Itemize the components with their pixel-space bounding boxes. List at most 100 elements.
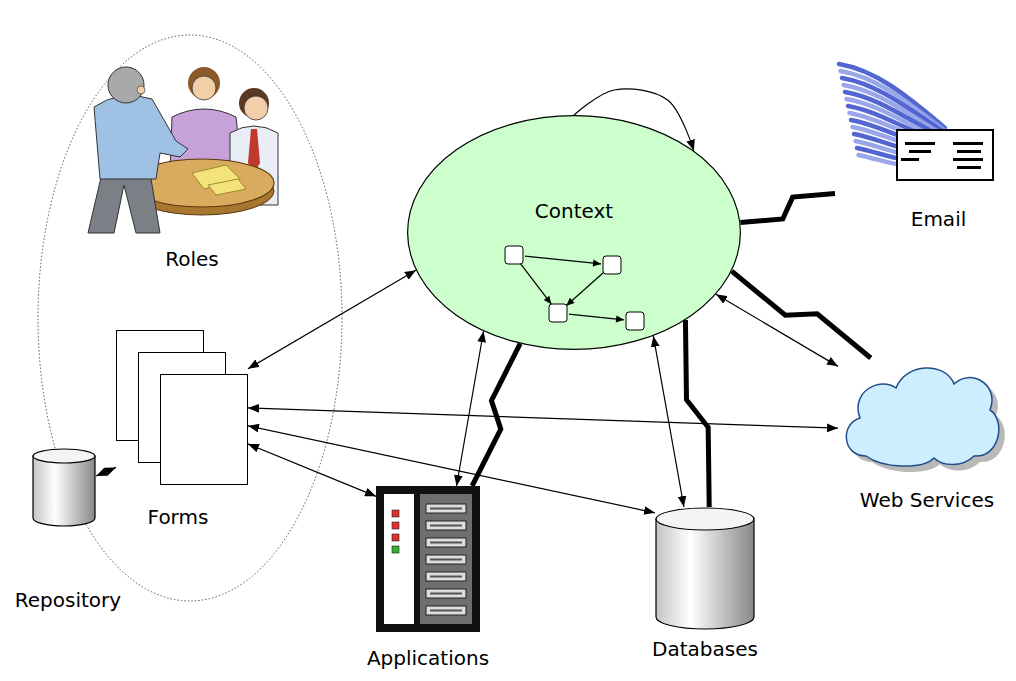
context-ellipse: Context bbox=[407, 115, 741, 350]
node-shape bbox=[32, 448, 96, 526]
cylinder-top bbox=[33, 449, 95, 463]
label-holder: Repository bbox=[0, 588, 368, 612]
node-caption: Web Services bbox=[860, 488, 994, 512]
server-drive-slot bbox=[426, 589, 466, 598]
forms-stack: Forms bbox=[116, 330, 248, 485]
node-shape bbox=[80, 45, 280, 235]
node-shape bbox=[835, 62, 1000, 197]
email-icon: Email bbox=[835, 62, 1000, 197]
label-holder: Web Services bbox=[627, 488, 1016, 512]
connector-arrow bbox=[653, 336, 684, 507]
envelope-line bbox=[957, 166, 981, 169]
label-holder: Applications bbox=[128, 646, 728, 670]
graph-node-square bbox=[603, 256, 621, 274]
server-led bbox=[392, 522, 399, 529]
envelope-line bbox=[953, 158, 983, 161]
server-drive-line bbox=[430, 508, 462, 510]
repository-cylinder: Repository bbox=[32, 448, 96, 526]
graph-node-square bbox=[505, 246, 523, 264]
server-drive-line bbox=[430, 542, 462, 544]
envelope-line bbox=[901, 158, 919, 161]
graph-arrowhead bbox=[593, 260, 601, 267]
envelope bbox=[897, 130, 993, 180]
graph-arrowhead bbox=[616, 316, 624, 323]
graph-edge bbox=[525, 256, 601, 264]
cylinder-body bbox=[33, 456, 95, 526]
server-drive-slot bbox=[426, 504, 466, 513]
event-lightning bbox=[472, 344, 520, 486]
server-drive-slot bbox=[426, 555, 466, 564]
envelope-line bbox=[909, 150, 931, 153]
server-drive-line bbox=[430, 559, 462, 561]
application-server: Applications bbox=[376, 486, 480, 632]
label-holder: Roles bbox=[0, 247, 492, 271]
server-drive-slot bbox=[426, 606, 466, 615]
cloud-shape bbox=[846, 368, 998, 466]
node-shape bbox=[407, 115, 741, 350]
event-lightning bbox=[740, 194, 835, 223]
node-caption: Repository bbox=[15, 588, 121, 612]
label-holder: Forms bbox=[0, 505, 478, 529]
graph-arrowhead bbox=[566, 298, 574, 306]
server-frame bbox=[376, 486, 480, 632]
node-shape bbox=[116, 330, 248, 485]
envelope-line bbox=[957, 150, 981, 153]
envelope-line bbox=[953, 142, 983, 145]
graph-edge bbox=[566, 272, 604, 305]
node-shape bbox=[655, 507, 755, 629]
server-drive-slot bbox=[426, 572, 466, 581]
roles-illustration: Roles bbox=[80, 45, 280, 235]
server-drive-line bbox=[430, 593, 462, 595]
person-legs bbox=[88, 173, 160, 233]
database-cylinder: Databases bbox=[655, 507, 755, 629]
node-caption: Applications bbox=[367, 646, 489, 670]
server-drive-line bbox=[430, 525, 462, 527]
connector-arrow bbox=[248, 408, 838, 428]
server-panel bbox=[384, 494, 414, 624]
connector-arrow bbox=[248, 444, 376, 496]
paper-sheet bbox=[208, 179, 246, 195]
server-led bbox=[392, 510, 399, 517]
server-panel bbox=[420, 494, 472, 624]
connector-arrow bbox=[248, 270, 416, 368]
node-caption: Email bbox=[911, 207, 967, 231]
label-holder: Context bbox=[407, 199, 741, 223]
connector-arrow bbox=[96, 467, 116, 476]
person-face bbox=[244, 96, 268, 120]
node-shape bbox=[376, 486, 480, 632]
server-drive-line bbox=[430, 576, 462, 578]
node-caption: Roles bbox=[165, 247, 219, 271]
person-hair bbox=[188, 67, 220, 99]
graph-node-square bbox=[626, 312, 644, 330]
node-caption: Databases bbox=[652, 637, 758, 661]
server-drive-slot bbox=[426, 538, 466, 547]
node-shape bbox=[838, 358, 1010, 476]
graph-arrowhead bbox=[544, 296, 552, 304]
server-led bbox=[392, 534, 399, 541]
person-head bbox=[108, 67, 144, 103]
cylinder-top bbox=[656, 508, 754, 530]
person-face bbox=[192, 76, 216, 100]
web-services-cloud: Web Services bbox=[838, 358, 1010, 476]
server-drive-line bbox=[430, 610, 462, 612]
connector-arrow bbox=[457, 331, 484, 486]
person-ear bbox=[137, 86, 145, 94]
event-lightning bbox=[732, 271, 871, 358]
label-holder: Databases bbox=[405, 637, 1005, 661]
cylinder-body bbox=[656, 519, 754, 629]
event-lightning bbox=[685, 320, 709, 507]
node-title: Context bbox=[535, 199, 613, 223]
label-holder: Email bbox=[639, 207, 1016, 231]
graph-node-square bbox=[549, 304, 567, 322]
server-led bbox=[392, 546, 399, 553]
person-body bbox=[94, 95, 188, 179]
server-drive-slot bbox=[426, 521, 466, 530]
node-caption: Forms bbox=[148, 505, 209, 529]
form-page bbox=[161, 375, 248, 485]
envelope-line bbox=[905, 142, 935, 145]
graph-edge bbox=[569, 314, 624, 320]
context-ellipse-outline bbox=[408, 116, 741, 350]
graph-edge bbox=[521, 264, 552, 304]
